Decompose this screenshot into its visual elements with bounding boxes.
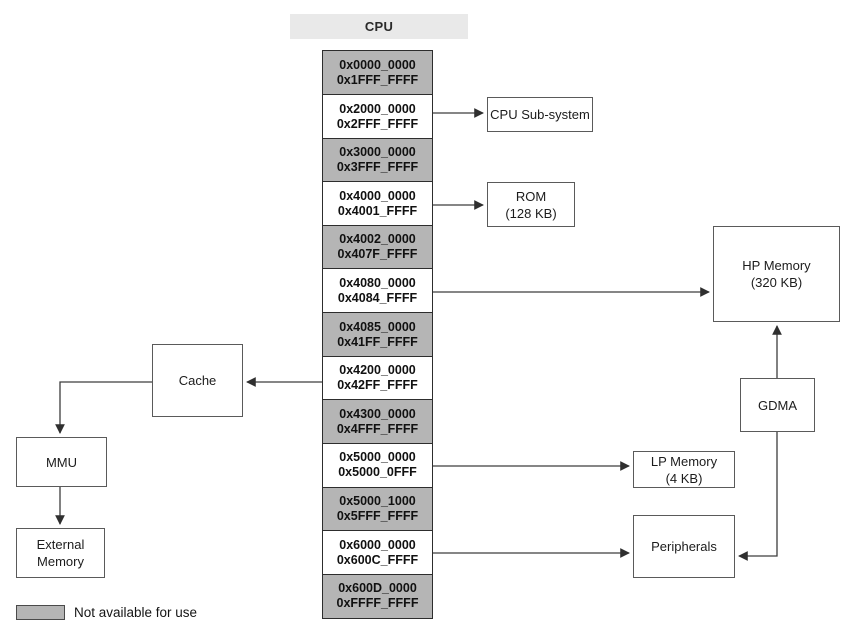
- memory-block-end-address: 0x4FFF_FFFF: [336, 421, 419, 436]
- memory-block: 0x0000_0000 0x1FFF_FFFF: [322, 50, 433, 96]
- memory-block-end-address: 0x3FFF_FFFF: [336, 160, 419, 175]
- memory-block-start-address: 0x4200_0000: [339, 363, 416, 378]
- legend-unavailable-swatch: [16, 605, 65, 620]
- memory-block-start-address: 0x4085_0000: [339, 319, 416, 334]
- memory-block-end-address: 0x4084_FFFF: [337, 291, 418, 306]
- memory-block: 0x4080_0000 0x4084_FFFF: [322, 268, 433, 314]
- memory-block-end-address: 0x1FFF_FFFF: [336, 73, 419, 87]
- memory-block: 0x4085_0000 0x41FF_FFFF: [322, 312, 433, 358]
- node-sublabel: (320 KB): [750, 275, 803, 290]
- node-gdma: GDMA: [740, 378, 815, 432]
- memory-block-start-address: 0x2000_0000: [339, 101, 416, 116]
- node-label: Peripherals: [651, 539, 717, 554]
- node-hp-memory: HP Memory (320 KB): [713, 226, 840, 322]
- legend: Not available for use: [16, 605, 197, 620]
- memory-block-start-address: 0x5000_0000: [339, 450, 416, 465]
- memory-block-end-address: 0xFFFF_FFFF: [336, 596, 419, 611]
- node-rom: ROM (128 KB): [487, 182, 575, 227]
- node-peripherals: Peripherals: [633, 515, 735, 578]
- arrow-cache-to-mmu: [55, 381, 152, 434]
- legend-label: Not available for use: [74, 605, 198, 620]
- memory-block-start-address: 0x0000_0000: [339, 58, 416, 72]
- memory-block-start-address: 0x4002_0000: [339, 232, 416, 247]
- memory-map-stack: 0x0000_0000 0x1FFF_FFFF 0x2000_0000 0x2F…: [322, 50, 433, 619]
- memory-block: 0x4300_0000 0x4FFF_FFFF: [322, 399, 433, 445]
- node-label: GDMA: [758, 397, 797, 413]
- memory-block-start-address: 0x6000_0000: [339, 537, 416, 552]
- node-label: MMU: [45, 454, 78, 470]
- node-label: External: [36, 537, 85, 552]
- node-label: ROM: [515, 188, 547, 204]
- memory-block: 0x2000_0000 0x2FFF_FFFF: [322, 94, 433, 140]
- memory-block-end-address: 0x4001_FFFF: [337, 203, 418, 218]
- memory-block: 0x4000_0000 0x4001_FFFF: [322, 181, 433, 227]
- memory-block-end-address: 0x42FF_FFFF: [337, 378, 418, 393]
- node-sublabel: (128 KB): [505, 205, 557, 221]
- node-label: HP Memory: [742, 258, 811, 273]
- memory-block-end-address: 0x600C_FFFF: [336, 552, 419, 567]
- memory-block-start-address: 0x5000_1000: [339, 494, 416, 509]
- memory-block-end-address: 0x2FFF_FFFF: [336, 116, 419, 131]
- node-label-line2: Memory: [37, 554, 84, 569]
- memory-block-start-address: 0x600D_0000: [338, 581, 417, 596]
- memory-block-end-address: 0x407F_FFFF: [337, 247, 418, 262]
- memory-block-start-address: 0x3000_0000: [339, 145, 416, 160]
- memory-block: 0x5000_0000 0x5000_0FFF: [322, 442, 433, 489]
- memory-block: 0x4200_0000 0x42FF_FFFF: [322, 355, 433, 401]
- memory-block: 0x6000_0000 0x600C_FFFF: [322, 530, 433, 576]
- node-label: CPU Sub-system: [490, 107, 590, 122]
- memory-block: 0x3000_0000 0x3FFF_FFFF: [322, 137, 433, 183]
- memory-block-start-address: 0x4300_0000: [339, 406, 416, 421]
- node-sublabel: (4 KB): [665, 470, 703, 486]
- memory-block-end-address: 0x41FF_FFFF: [337, 334, 418, 349]
- memory-block-start-address: 0x4080_0000: [339, 276, 416, 291]
- node-lp-memory: LP Memory (4 KB): [633, 451, 735, 488]
- memory-block: 0x600D_0000 0xFFFF_FFFF: [322, 573, 433, 619]
- node-mmu: MMU: [16, 437, 107, 487]
- node-cpu-subsystem: CPU Sub-system: [487, 97, 593, 132]
- node-cache: Cache: [152, 344, 243, 417]
- memory-block-end-address: 0x5000_0FFF: [338, 465, 417, 480]
- arrow-gdma-to-peripherals: [738, 432, 778, 561]
- node-external-memory: External Memory: [16, 528, 105, 578]
- memory-block-end-address: 0x5FFF_FFFF: [336, 509, 419, 524]
- memory-block: 0x5000_1000 0x5FFF_FFFF: [322, 486, 433, 532]
- node-label: Cache: [178, 373, 217, 388]
- cpu-header: CPU: [290, 14, 468, 39]
- memory-block-start-address: 0x4000_0000: [339, 188, 416, 203]
- memory-block: 0x4002_0000 0x407F_FFFF: [322, 224, 433, 271]
- node-label: LP Memory: [650, 453, 718, 469]
